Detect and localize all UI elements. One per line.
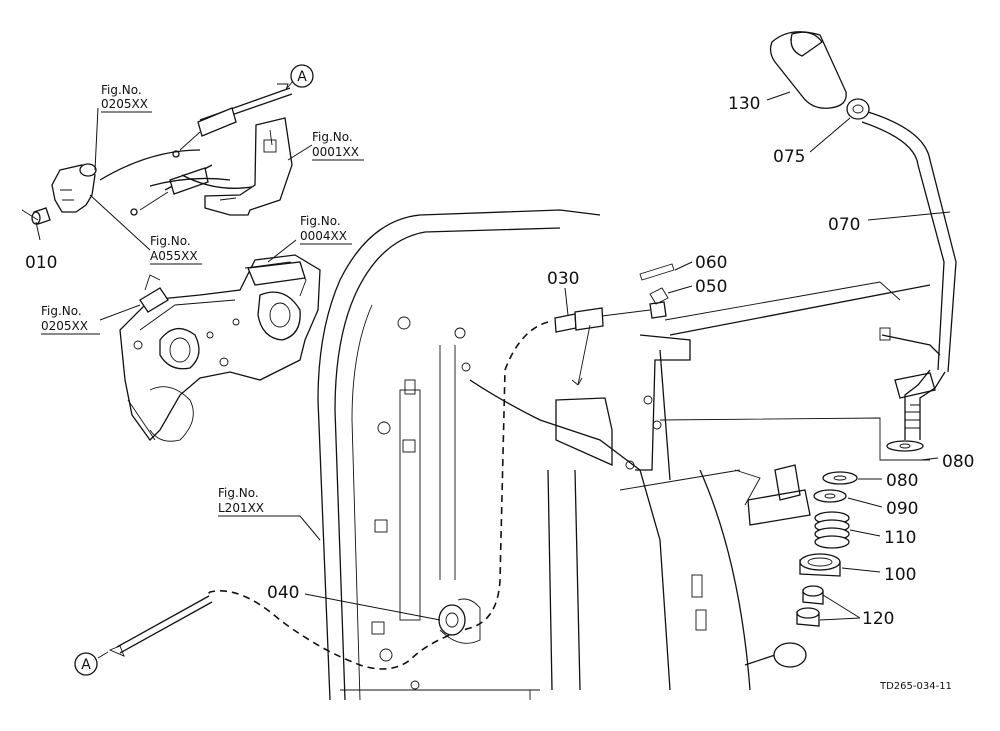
svg-text:0004XX: 0004XX [300, 229, 347, 243]
fig-ref-0205-lower: Fig.No. 0205XX [41, 304, 100, 335]
callout-110: 110 [884, 528, 916, 548]
callout-010: 010 [25, 253, 57, 273]
callout-090: 090 [886, 499, 918, 519]
svg-text:Fig.No.: Fig.No. [41, 304, 82, 318]
fig-ref-l201: Fig.No. L201XX [218, 486, 270, 517]
shift-lever [861, 111, 957, 452]
callout-100: 100 [884, 565, 916, 585]
callout-060: 060 [695, 253, 727, 273]
svg-text:Fig.No.: Fig.No. [300, 214, 341, 228]
frame-panel [317, 209, 811, 701]
lever-nut [846, 98, 870, 120]
fig-ref-a055: Fig.No. A055XX [150, 234, 202, 265]
figure-references: Fig.No. 0205XX Fig.No. 0001XX Fig.No. 00… [41, 83, 364, 517]
fig-ref-0004: Fig.No. 0004XX [300, 214, 352, 245]
guide-lines [619, 281, 931, 491]
callout-080-upper: 080 [942, 452, 974, 472]
svg-text:0205XX: 0205XX [101, 97, 148, 111]
callouts: 130 075 070 060 050 030 080 080 090 110 … [25, 94, 974, 629]
svg-text:0001XX: 0001XX [312, 145, 359, 159]
callout-030: 030 [547, 269, 579, 289]
callout-120: 120 [862, 609, 894, 629]
spring-stack [796, 471, 858, 627]
callout-075: 075 [773, 147, 805, 167]
svg-text:A055XX: A055XX [150, 249, 198, 263]
fig-ref-0001: Fig.No. 0001XX [312, 130, 364, 161]
transmission-housing [119, 254, 321, 442]
svg-text:L201XX: L201XX [218, 501, 264, 515]
shift-cable [108, 263, 675, 670]
callout-040: 040 [267, 583, 299, 603]
callout-080-lower: 080 [886, 471, 918, 491]
svg-text:Fig.No.: Fig.No. [101, 83, 142, 97]
connector-bottom: A [74, 651, 109, 676]
callout-070: 070 [828, 215, 860, 235]
connector-top: A [277, 64, 314, 91]
svg-text:Fig.No.: Fig.No. [312, 130, 353, 144]
svg-text:0205XX: 0205XX [41, 319, 88, 333]
fig-ref-0205-top: Fig.No. 0205XX [101, 83, 152, 113]
callout-130: 130 [728, 94, 760, 114]
callout-050: 050 [695, 277, 727, 297]
lever-knob [769, 31, 847, 109]
upper-left-assembly [21, 87, 293, 225]
drawing-id: TD265-034-11 [879, 681, 952, 692]
connector-label-bottom: A [81, 657, 91, 673]
svg-text:Fig.No.: Fig.No. [150, 234, 191, 248]
svg-text:Fig.No.: Fig.No. [218, 486, 259, 500]
leader-lines [35, 91, 951, 621]
connector-label-top: A [297, 69, 307, 85]
